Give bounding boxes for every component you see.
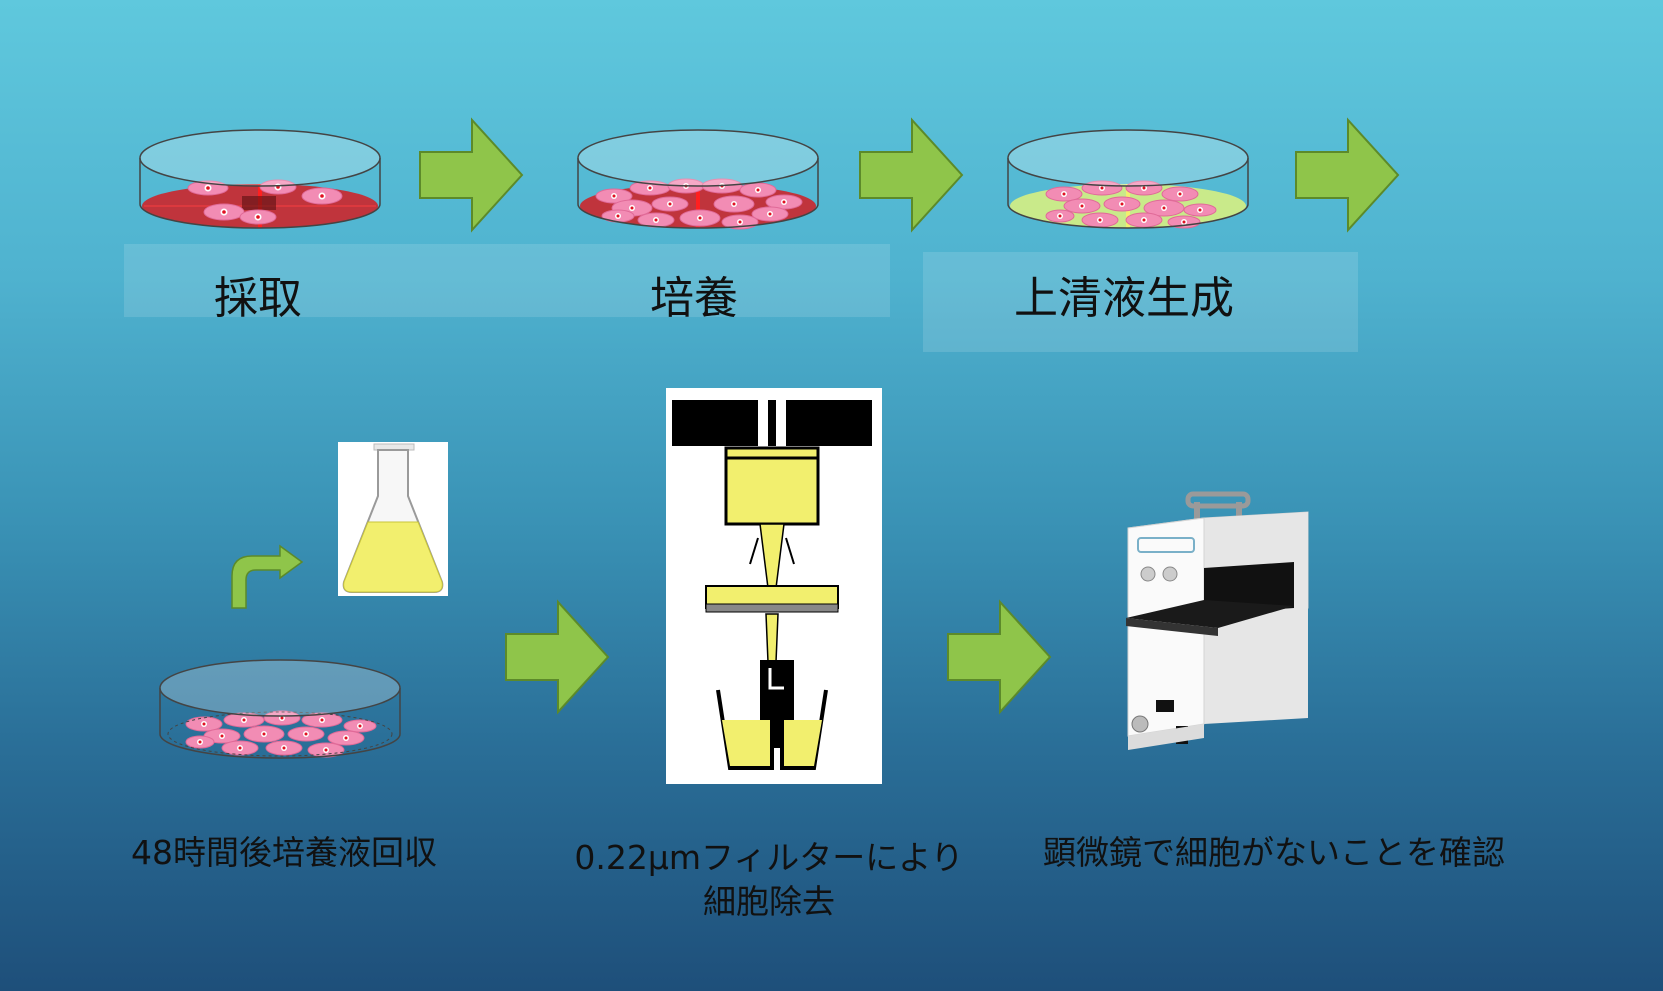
right-arrow-icon <box>859 117 964 233</box>
step-label-medium-collection: 48時間後培養液回収 <box>131 833 437 872</box>
petri-dish-dense-cells-icon <box>577 129 819 230</box>
right-arrow-icon <box>419 117 524 233</box>
curved-arrow-icon <box>231 544 304 609</box>
petri-dish-supernatant-icon <box>1007 129 1249 229</box>
step-label-microscope-check: 顕微鏡で細胞がないことを確認 <box>1043 833 1505 872</box>
step-label-filter-line2: 細胞除去 <box>703 882 835 921</box>
flask-icon <box>338 442 448 596</box>
step-label-collection: 採取 <box>214 273 302 324</box>
step-label-filter-line1: 0.22μmフィルターにより <box>574 838 964 877</box>
label-band-left <box>124 244 890 317</box>
right-arrow-icon <box>947 599 1052 715</box>
petri-dish-collection-icon <box>159 659 401 759</box>
right-arrow-icon <box>505 599 610 715</box>
filter-syringe-icon <box>666 388 882 784</box>
label-band-right <box>923 252 1358 352</box>
step-label-culture: 培養 <box>650 273 738 324</box>
petri-dish-sparse-cells-icon <box>139 129 381 229</box>
step-label-supernatant: 上清液生成 <box>1014 273 1234 324</box>
right-arrow-icon <box>1295 117 1400 233</box>
microscope-icon <box>1126 491 1309 750</box>
